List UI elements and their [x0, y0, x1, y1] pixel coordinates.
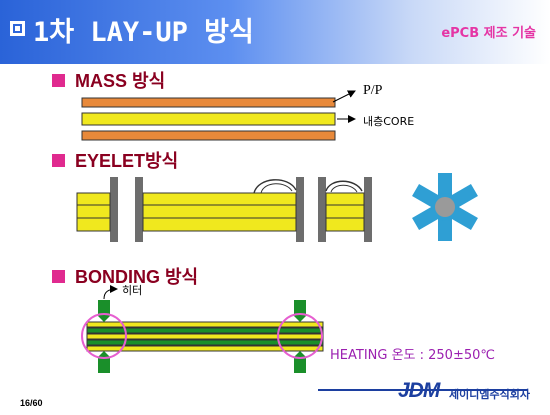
panel-center	[142, 192, 297, 232]
title-bar: 1차 LAY-UP 방식 ePCB 제조 기술	[0, 0, 550, 64]
heater-arrow	[103, 285, 118, 300]
eyelet-stack	[76, 177, 372, 242]
eyelet-pin	[110, 177, 118, 242]
inner-core-label: 내층CORE	[363, 115, 415, 128]
brand-tag: ePCB 제조 기술	[441, 26, 536, 41]
heater-block	[294, 351, 306, 357]
eyelet-pin	[364, 177, 372, 242]
bond-layer	[86, 327, 324, 334]
eyelet-flare	[253, 179, 297, 194]
heater-block	[98, 300, 110, 316]
prepreg-arrow	[332, 90, 356, 103]
section-eyelet: EYELET방식	[52, 147, 178, 173]
eyelet-flare	[330, 184, 358, 193]
bonding-stack	[81, 285, 324, 373]
prepreg-layer	[81, 130, 336, 141]
section-mass-label: MASS 방식	[75, 71, 166, 91]
prepreg-layer	[81, 97, 336, 108]
heater-block	[98, 316, 110, 322]
company-logo: JDM	[398, 379, 440, 402]
eyelet-star-icon	[412, 173, 478, 241]
prepreg-label: P/P	[363, 83, 383, 98]
bullet-square-icon	[52, 74, 65, 87]
mass-stack	[81, 90, 356, 141]
heater-block	[98, 351, 110, 357]
eyelet-flare	[325, 180, 363, 192]
heater-block	[294, 316, 306, 322]
bond-layer	[86, 321, 324, 328]
heating-temp-label: HEATING 온도 : 250±50℃	[330, 348, 495, 363]
eyelet-pin	[296, 177, 304, 242]
title-square-icon	[10, 21, 25, 36]
section-bonding: BONDING 방식	[52, 263, 198, 289]
eyelet-pin	[318, 177, 326, 242]
company-name: 제이디엠주식회사	[449, 388, 530, 401]
heater-block	[294, 357, 306, 373]
section-eyelet-label: EYELET방식	[75, 151, 179, 171]
page-number: 16/60	[20, 398, 43, 408]
heater-block	[98, 357, 110, 373]
page-title: 1차 LAY-UP 방식	[33, 17, 254, 48]
heater-label: 히터	[122, 284, 143, 297]
bond-highlight	[81, 313, 127, 359]
eyelet-pin	[135, 177, 143, 242]
eyelet-flare	[260, 183, 293, 194]
bond-highlight	[277, 313, 323, 359]
bond-layer	[86, 333, 324, 340]
panel-right	[325, 192, 365, 232]
panel-left	[76, 192, 111, 232]
core-layer	[81, 112, 336, 126]
heater-block	[294, 300, 306, 316]
section-bonding-label: BONDING 방식	[75, 267, 199, 287]
bullet-square-icon	[52, 270, 65, 283]
bond-layer	[86, 339, 324, 346]
bullet-square-icon	[52, 154, 65, 167]
section-mass: MASS 방식	[52, 67, 165, 93]
footer-divider	[318, 389, 528, 391]
